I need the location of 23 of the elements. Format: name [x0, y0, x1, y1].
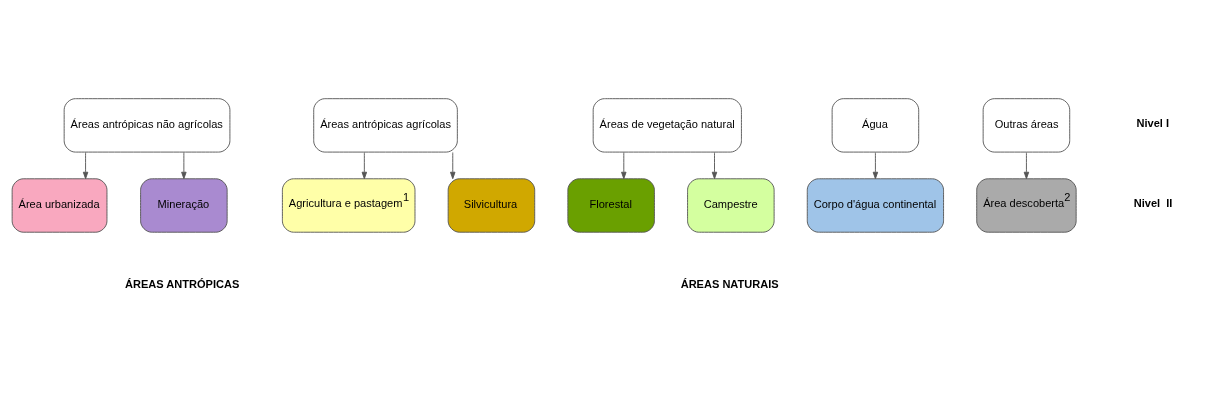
node-box: Outras áreas — [982, 97, 1071, 153]
node-box: Água — [831, 97, 920, 153]
node-box: Áreas de vegetação natural — [592, 97, 742, 153]
arrow — [621, 151, 627, 179]
node-box: Florestal — [567, 177, 655, 233]
arrow — [711, 151, 718, 179]
arrow — [361, 151, 368, 179]
arrow — [181, 151, 187, 179]
arrow — [1023, 151, 1030, 179]
arrow — [82, 151, 89, 179]
node-box: Silvicultura — [447, 177, 536, 233]
node-box: Corpo d'água continental — [806, 177, 944, 233]
label: Nivel I — [1136, 116, 1170, 129]
node-box: Áreas antrópicas agrícolas — [313, 97, 458, 153]
node-box: Mineração — [140, 177, 228, 233]
arrow — [450, 151, 456, 179]
label: Nivel II — [1133, 196, 1173, 209]
node-box: Área urbanizada — [11, 177, 108, 233]
node-box: Áreas antrópicas não agrícolas — [63, 97, 231, 153]
label: ÁREAS NATURAIS — [680, 277, 779, 290]
arrow — [872, 151, 879, 179]
node-box: Campestre — [687, 177, 775, 233]
label: ÁREAS ANTRÓPICAS — [124, 277, 240, 290]
